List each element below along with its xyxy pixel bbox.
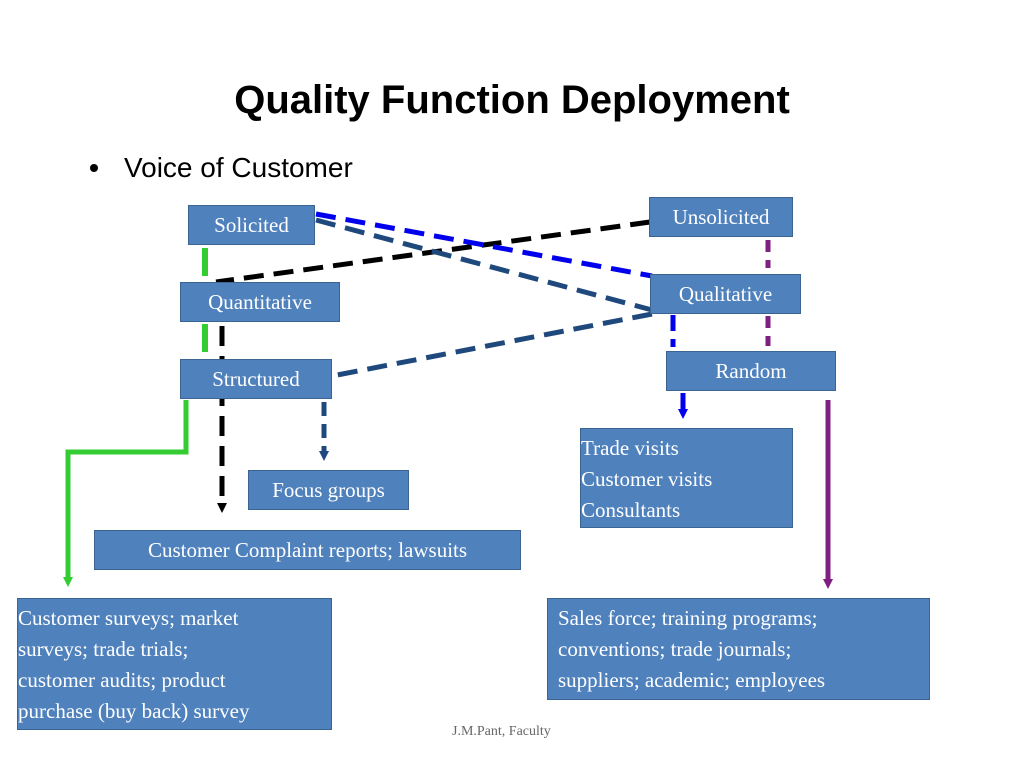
node-label: Solicited — [214, 212, 289, 237]
node-line: conventions; trade journals; — [558, 637, 792, 661]
node-complaints: Customer Complaint reports; lawsuits — [94, 530, 521, 570]
node-label: Random — [715, 358, 787, 383]
navy-dashed-qualitative-structured — [331, 311, 653, 379]
node-line: surveys; trade trials; — [18, 637, 189, 661]
node-line: suppliers; academic; employees — [558, 668, 826, 692]
node-trade-visits: Trade visits Customer visits Consultants — [580, 428, 793, 528]
node-structured: Structured — [180, 359, 332, 399]
bullet-item: Voice of Customer — [90, 152, 353, 184]
node-label: Unsolicited — [672, 204, 770, 229]
node-line: Trade visits — [581, 436, 679, 460]
node-unsolicited: Unsolicited — [649, 197, 793, 237]
bullet-dot-icon — [90, 164, 98, 172]
green-arrow-structured-surveys — [63, 400, 189, 587]
node-random: Random — [666, 351, 836, 391]
node-solicited: Solicited — [188, 205, 315, 245]
bullet-text: Voice of Customer — [124, 152, 353, 183]
node-label: Qualitative — [678, 281, 773, 306]
node-surveys: Customer surveys; market surveys; trade … — [17, 598, 332, 730]
slide-footer: J.M.Pant, Faculty — [452, 724, 551, 739]
navy-dashed-solicited-qualitative — [315, 217, 653, 313]
node-label: Focus groups — [272, 477, 385, 502]
node-label: Structured — [212, 366, 300, 391]
blue-dashed-solicited-qualitative — [315, 211, 653, 279]
node-line: Consultants — [581, 498, 681, 522]
node-qualitative: Qualitative — [650, 274, 801, 314]
node-label: Quantitative — [208, 289, 312, 314]
node-line: purchase (buy back) survey — [18, 699, 250, 723]
node-sales-force: Sales force; training programs; conventi… — [547, 598, 930, 700]
slide-title: Quality Function Deployment — [234, 78, 790, 122]
node-focus-groups: Focus groups — [248, 470, 409, 510]
node-line: Customer surveys; market — [18, 606, 239, 630]
node-label: Customer Complaint reports; lawsuits — [147, 537, 468, 562]
node-line: customer audits; product — [18, 668, 226, 692]
node-line: Sales force; training programs; — [558, 606, 818, 630]
node-line: Customer visits — [581, 467, 713, 491]
node-quantitative: Quantitative — [180, 282, 340, 322]
